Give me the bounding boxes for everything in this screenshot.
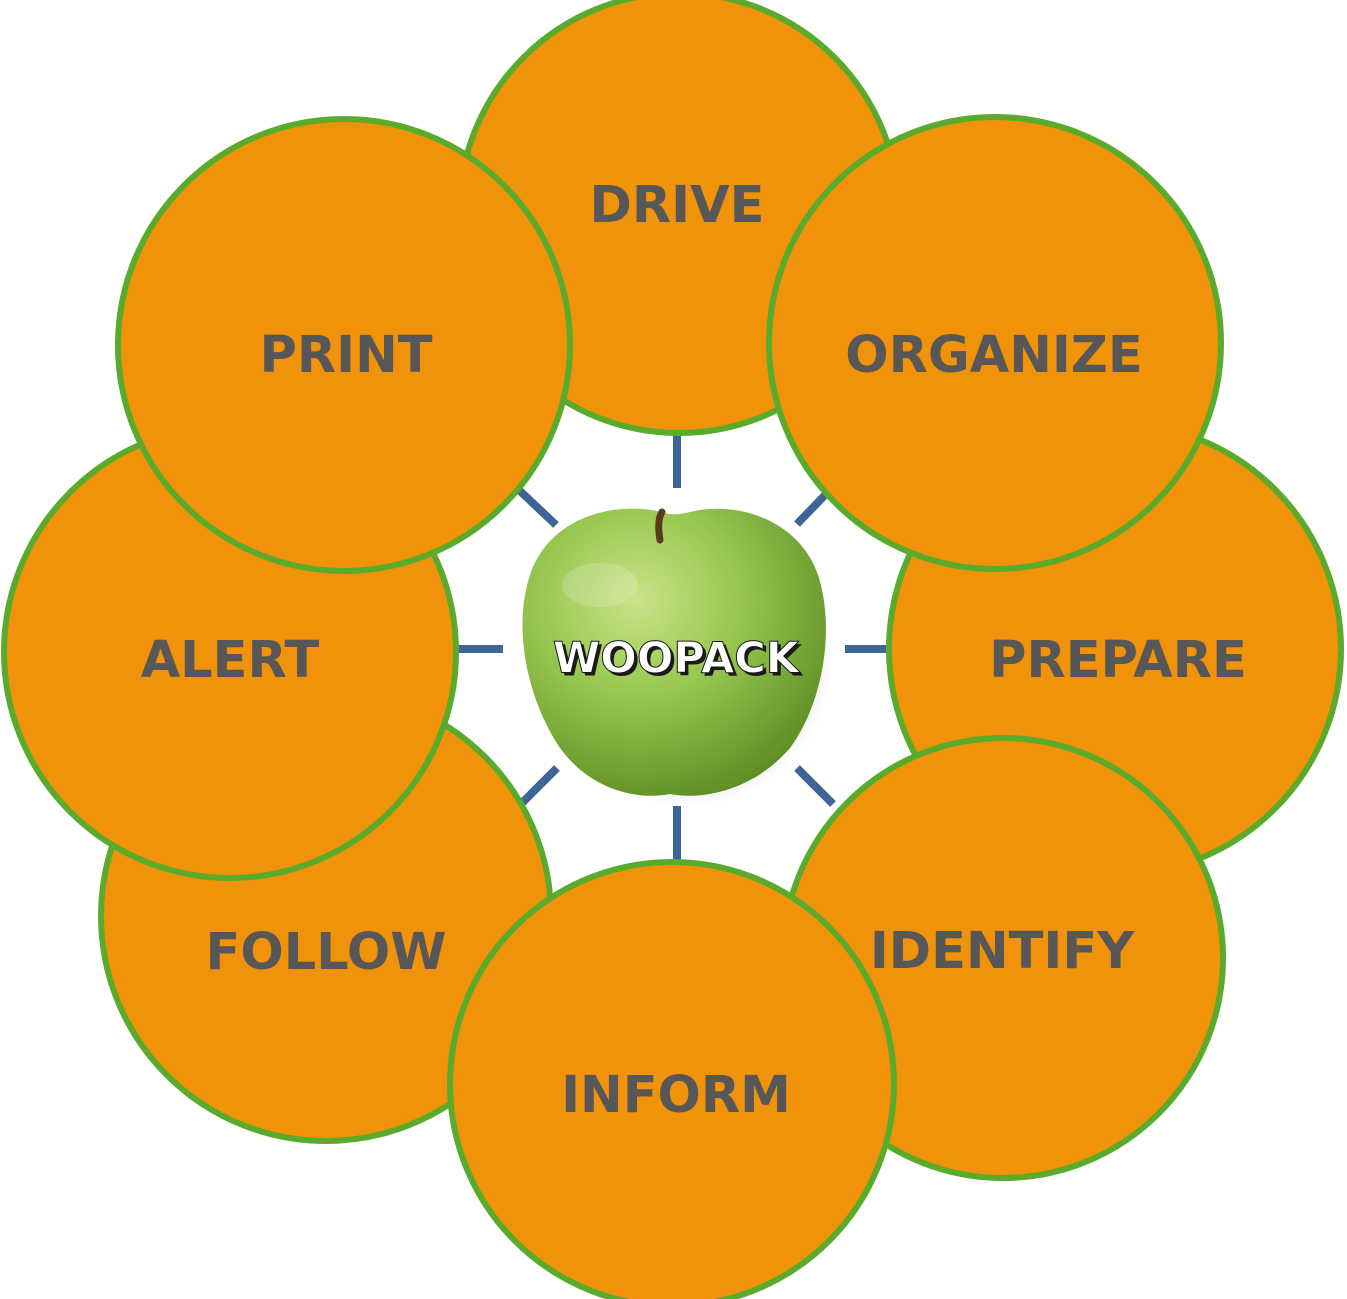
- petal-inform: INFORM: [447, 859, 897, 1299]
- apple-highlight: [562, 563, 638, 607]
- connector-line-bottom-right: [794, 765, 836, 807]
- green-apple-icon: [522, 508, 826, 796]
- petal-label-organize: ORGANIZE: [845, 326, 1142, 385]
- petal-label-inform: INFORM: [561, 1066, 791, 1125]
- apple-body: [522, 508, 826, 796]
- connector-lines: [456, 428, 890, 868]
- petal-label-alert: ALERT: [141, 631, 320, 690]
- petal-label-drive: DRIVE: [590, 176, 765, 235]
- connector-line-top-left: [516, 487, 559, 528]
- connector-line-top-right: [794, 489, 831, 527]
- petal-label-prepare: PREPARE: [989, 631, 1247, 690]
- petal-label-print: PRINT: [259, 326, 432, 385]
- petal-organize: ORGANIZE: [766, 114, 1224, 572]
- petal-circle-inform: [447, 859, 897, 1299]
- apple-stem: [655, 508, 666, 544]
- center-label-shadow: WOOPACK: [556, 637, 804, 687]
- center-hub: WOOPACK WOOPACK: [522, 508, 832, 806]
- petal-circle-print: [115, 116, 573, 574]
- connector-line-bottom-left: [518, 765, 560, 807]
- center-label: WOOPACK: [553, 634, 801, 684]
- petal-circle-organize: [766, 114, 1224, 572]
- petal-label-identify: IDENTIFY: [870, 922, 1135, 981]
- petal-print: PRINT: [115, 116, 573, 574]
- petal-label-follow: FOLLOW: [206, 923, 447, 982]
